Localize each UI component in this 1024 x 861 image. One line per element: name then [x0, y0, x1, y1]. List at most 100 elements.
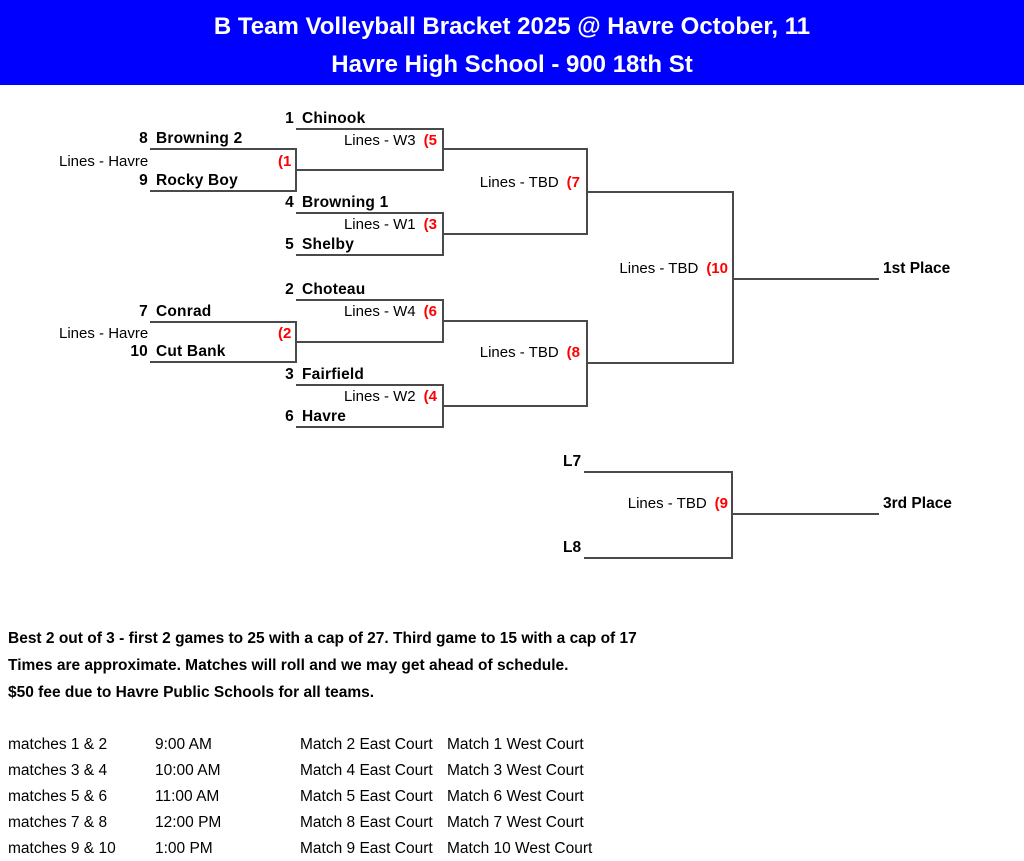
bracket-connector-line	[587, 362, 734, 364]
match-number: (6	[423, 303, 437, 320]
team-slot-cut-bank: 10 Cut Bank	[104, 343, 226, 360]
team-seed: 5	[285, 236, 294, 253]
note-times: Times are approximate. Matches will roll…	[8, 657, 569, 674]
page-title: B Team Volleyball Bracket 2025 @ Havre O…	[213, 13, 811, 40]
team-slot-havre: 6 Havre	[250, 408, 346, 425]
team-name: Conrad	[156, 303, 212, 320]
schedule-east-court: Match 5 East Court	[300, 788, 433, 805]
schedule-time: 11:00 AM	[155, 788, 220, 805]
bracket-connector-line	[150, 321, 296, 323]
team-seed: 7	[139, 303, 148, 320]
bracket-connector-line	[586, 148, 588, 235]
bracket-connector-line	[443, 320, 588, 322]
match-venue: Lines - W2	[343, 388, 416, 405]
bracket-connector-line	[150, 148, 296, 150]
schedule-west-court: Match 7 West Court	[447, 814, 584, 831]
team-seed: 2	[285, 281, 294, 298]
schedule-matches: matches 7 & 8	[8, 814, 108, 831]
team-name: Browning 2	[156, 130, 243, 147]
match-venue: Lines - W4	[343, 303, 416, 320]
note-fee: $50 fee due to Havre Public Schools for …	[8, 684, 375, 701]
schedule-time: 12:00 PM	[155, 814, 222, 831]
match-3-label: Lines - W1 (3	[344, 216, 437, 233]
bracket-connector-line	[296, 426, 443, 428]
team-name: Havre	[302, 408, 347, 425]
match-number: (8	[566, 344, 580, 361]
team-seed: 10	[130, 343, 148, 360]
match-venue: Lines - TBD	[627, 495, 707, 512]
bracket-connector-line	[442, 299, 444, 343]
match-4-label: Lines - W2 (4	[344, 388, 437, 405]
match-venue: Lines - W1	[343, 216, 416, 233]
team-name: Browning 1	[302, 194, 389, 211]
schedule-row: matches 3 & 4 10:00 AM Match 4 East Cour…	[8, 762, 584, 779]
bracket-connector-line	[442, 384, 444, 428]
match-venue: Lines - TBD	[479, 174, 559, 191]
schedule-row: matches 9 & 10 1:00 PM Match 9 East Cour…	[8, 840, 592, 857]
bracket-connector-line	[150, 361, 296, 363]
team-slot-conrad: 7 Conrad	[104, 303, 211, 320]
match-number: (3	[423, 216, 437, 233]
bracket-connector-line	[296, 169, 443, 171]
team-name: Chinook	[302, 110, 366, 127]
team-seed: 1	[285, 110, 294, 127]
schedule-row: matches 7 & 8 12:00 PM Match 8 East Cour…	[8, 814, 584, 831]
match-number: (7	[566, 174, 580, 191]
team-seed: 3	[285, 366, 294, 383]
team-name: Choteau	[302, 281, 366, 298]
schedule-time: 1:00 PM	[155, 840, 213, 857]
bracket-connector-line	[296, 128, 443, 130]
bracket-connector-line	[731, 513, 879, 515]
match-number: (9	[714, 495, 728, 512]
note-rules: Best 2 out of 3 - first 2 games to 25 wi…	[8, 630, 637, 647]
team-slot-fairfield: 3 Fairfield	[250, 366, 364, 383]
match-1-number: (1	[278, 153, 292, 170]
schedule-east-court: Match 4 East Court	[300, 762, 433, 779]
bracket-connector-line	[442, 128, 444, 171]
bracket-connector-line	[296, 384, 443, 386]
bracket-connector-line	[442, 212, 444, 256]
match-7-label: Lines - TBD (7	[480, 174, 580, 191]
schedule-matches: matches 5 & 6	[8, 788, 108, 805]
schedule-west-court: Match 10 West Court	[447, 840, 593, 857]
match-9-label: Lines - TBD (9	[628, 495, 728, 512]
schedule-east-court: Match 9 East Court	[300, 840, 433, 857]
bracket-connector-line	[296, 299, 443, 301]
bracket-connector-line	[295, 148, 297, 192]
match-number: (10	[706, 260, 728, 277]
header-banner: B Team Volleyball Bracket 2025 @ Havre O…	[0, 0, 1024, 85]
team-slot-choteau: 2 Choteau	[250, 281, 365, 298]
match-number: (5	[423, 132, 437, 149]
team-slot-browning-1: 4 Browning 1	[250, 194, 388, 211]
schedule-east-court: Match 8 East Court	[300, 814, 433, 831]
match-2-number: (2	[278, 325, 292, 342]
bracket-connector-line	[587, 191, 734, 193]
consolation-slot-l7: L7	[563, 453, 582, 470]
schedule-row: matches 5 & 6 11:00 AM Match 5 East Cour…	[8, 788, 584, 805]
team-seed: 4	[285, 194, 294, 211]
match-5-label: Lines - W3 (5	[344, 132, 437, 149]
bracket-connector-line	[296, 212, 443, 214]
schedule-west-court: Match 6 West Court	[447, 788, 584, 805]
bracket-connector-line	[443, 405, 588, 407]
team-slot-chinook: 1 Chinook	[250, 110, 365, 127]
schedule-matches: matches 9 & 10	[8, 840, 116, 857]
match-1-label: Lines - Havre	[59, 153, 149, 170]
third-place-label: 3rd Place	[883, 495, 952, 512]
bracket-connector-line	[296, 254, 443, 256]
team-name: Rocky Boy	[156, 172, 238, 189]
bracket-connector-line	[150, 190, 296, 192]
team-seed: 8	[139, 130, 148, 147]
bracket-connector-line	[296, 341, 443, 343]
page-subtitle: Havre High School - 900 18th St	[331, 51, 693, 78]
match-venue: Lines - TBD	[619, 260, 699, 277]
bracket-connector-line	[586, 320, 588, 407]
bracket-connector-line	[443, 233, 588, 235]
schedule-time: 9:00 AM	[155, 736, 212, 753]
match-10-label: Lines - TBD (10	[619, 260, 728, 277]
bracket-connector-line	[295, 321, 297, 363]
bracket-connector-line	[732, 191, 734, 364]
match-number: (4	[423, 388, 437, 405]
consolation-slot-l8: L8	[563, 539, 582, 556]
